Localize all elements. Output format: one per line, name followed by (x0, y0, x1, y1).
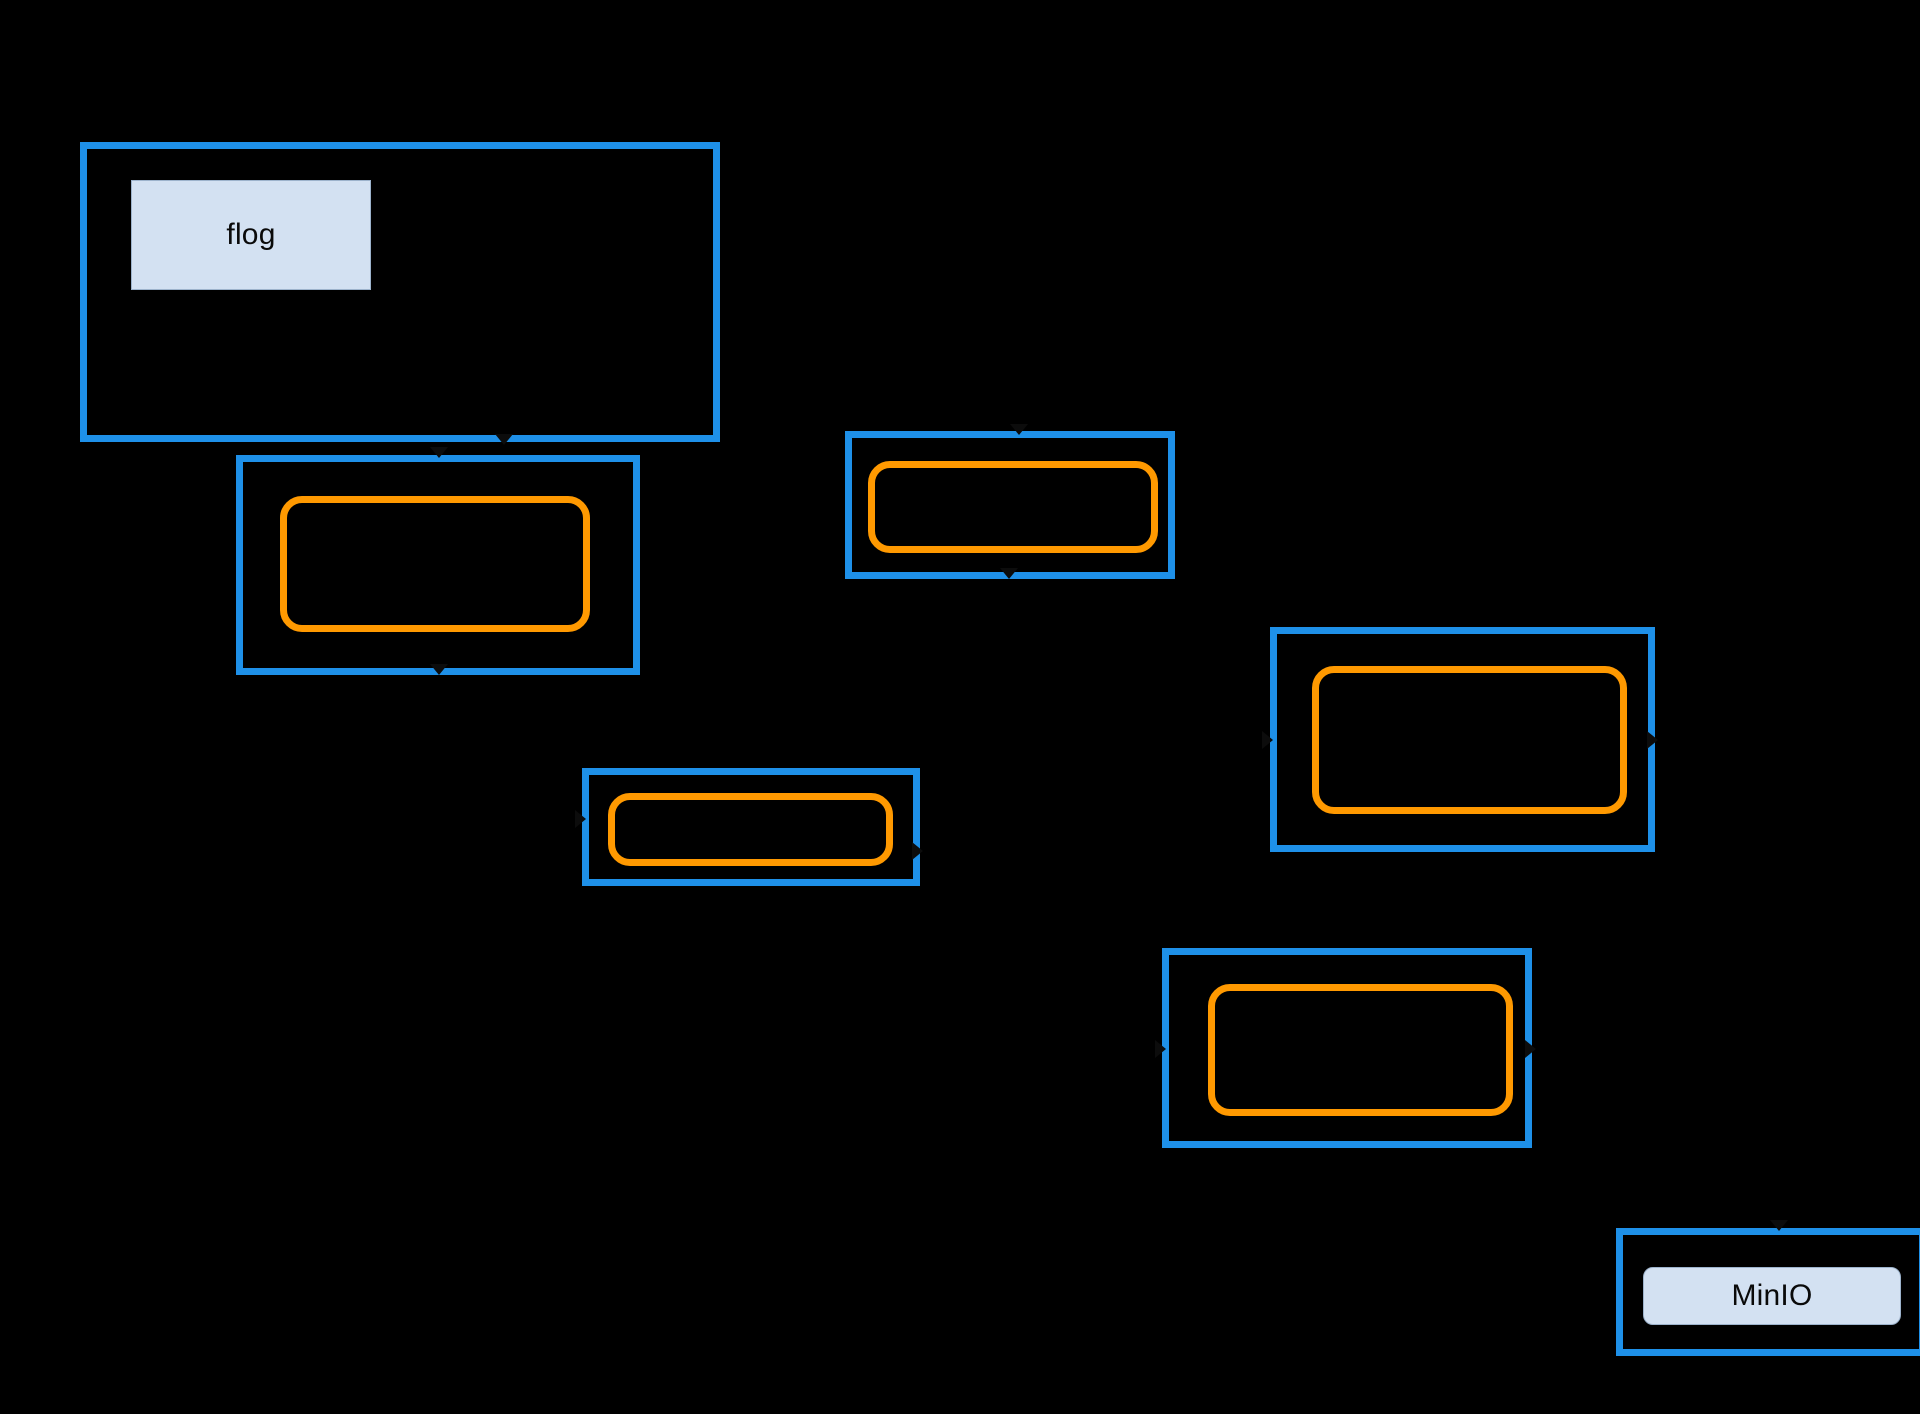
connector-arrow-right-large-left-in (1262, 731, 1273, 749)
connector-arrow-top-middle-top-in (1010, 424, 1028, 435)
service-left-upper-frame[interactable] (280, 496, 590, 632)
connector-arrow-minio-in (1770, 1220, 1788, 1231)
connector-arrow-center-small-left-in (575, 810, 586, 828)
flog-node[interactable]: flog (131, 180, 371, 290)
flog-node-label: flog (226, 218, 276, 251)
service-center-small-frame[interactable] (608, 793, 893, 866)
service-lower-right-frame[interactable] (1208, 984, 1513, 1116)
connector-arrow-flog-to-left-upper (495, 434, 513, 445)
minio-node-label: MinIO (1731, 1279, 1813, 1312)
connector-arrow-left-upper-internal (430, 447, 448, 458)
connector-arrow-top-middle-in (1000, 568, 1018, 579)
minio-node[interactable]: MinIO (1643, 1267, 1901, 1325)
connector-arrow-left-upper-out (430, 664, 448, 675)
service-right-large-frame[interactable] (1312, 666, 1627, 814)
group-flog-frame[interactable] (80, 142, 720, 442)
connector-arrow-center-small-right-out (912, 842, 923, 860)
connector-arrow-right-large-right-out (1647, 731, 1658, 749)
connector-arrow-lower-right-left-in (1155, 1040, 1166, 1058)
service-top-middle-frame[interactable] (868, 461, 1158, 553)
connector-arrow-lower-right-right-out (1525, 1040, 1536, 1058)
